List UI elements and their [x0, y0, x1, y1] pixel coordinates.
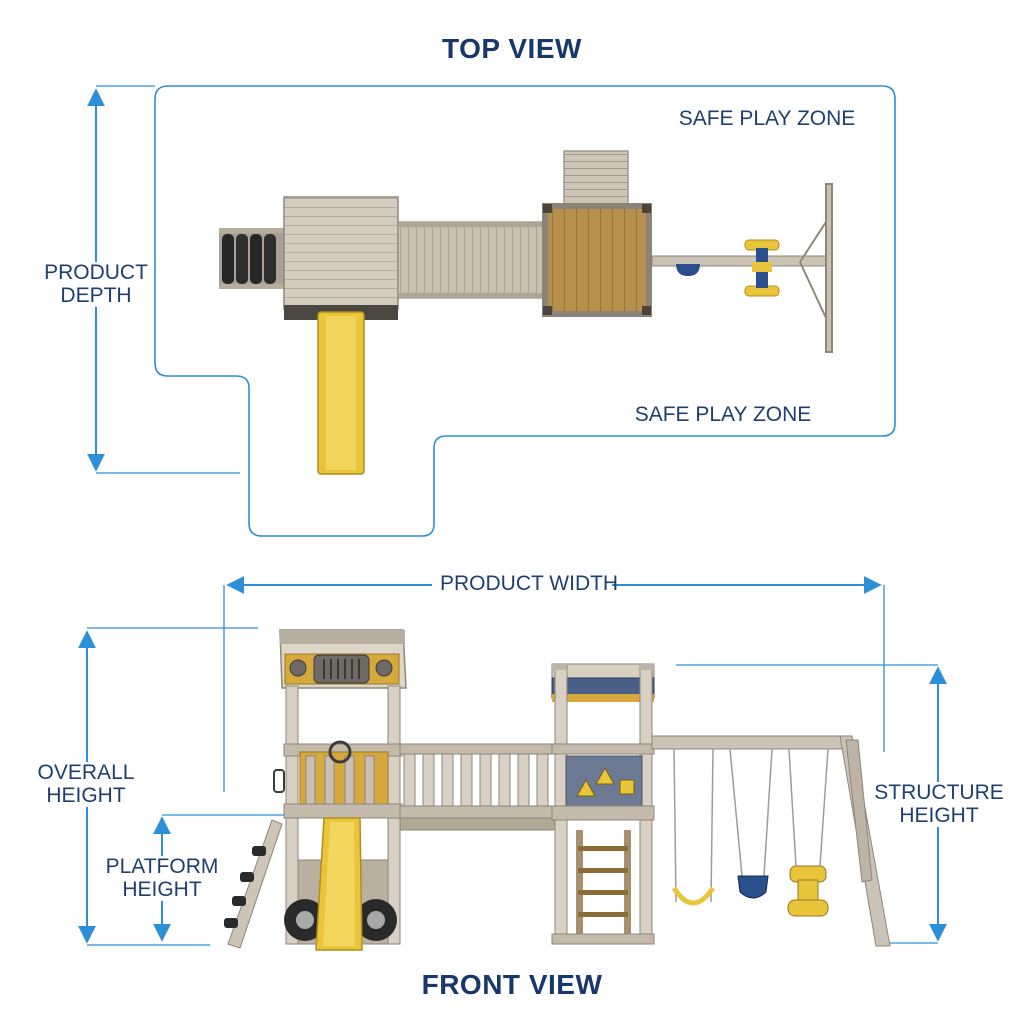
stairs-top [563, 150, 629, 207]
product-depth-label-line2: DEPTH [60, 283, 132, 307]
product-depth-label: PRODUCT DEPTH [40, 261, 152, 308]
structure-height-label: STRUCTURE HEIGHT [872, 781, 1006, 828]
playset-top-view [219, 150, 833, 475]
a-frame-top [799, 183, 833, 353]
overall-height-label-line2: HEIGHT [46, 783, 126, 807]
overall-height-label-line1: OVERALL [37, 761, 135, 784]
platform-height-label: PLATFORM HEIGHT [104, 855, 220, 902]
tire-climber-top [219, 228, 289, 289]
toddler-swing-front [737, 875, 769, 899]
safe-play-zone-label-top: SAFE PLAY ZONE [678, 107, 856, 130]
swing-beam-front [651, 735, 853, 750]
belt-swing-front [671, 886, 716, 906]
overall-height-label: OVERALL HEIGHT [30, 761, 142, 808]
product-width-label: PRODUCT WIDTH [432, 572, 618, 596]
tire-ladder-front [224, 819, 283, 949]
glider-top [744, 239, 780, 297]
platform-height-label-line1: PLATFORM [105, 855, 219, 878]
structure-height-label-line1: STRUCTURE [874, 781, 1004, 804]
bridge-railing-front [403, 753, 549, 809]
front-view-title: FRONT VIEW [421, 969, 603, 1000]
platform-height-label-line2: HEIGHT [122, 877, 202, 901]
playset-front-view [224, 629, 891, 951]
structure-height-label-line2: HEIGHT [899, 803, 979, 827]
product-depth-label-line1: PRODUCT [44, 261, 148, 284]
tower-roof-top [283, 196, 399, 310]
safe-play-zone-label-bottom: SAFE PLAY ZONE [634, 403, 812, 426]
safe-play-zone-outline [154, 85, 896, 537]
glider-swing-front [787, 865, 829, 917]
top-view-title: TOP VIEW [442, 33, 582, 64]
bridge-top [397, 221, 547, 299]
ladder-front [576, 830, 631, 934]
